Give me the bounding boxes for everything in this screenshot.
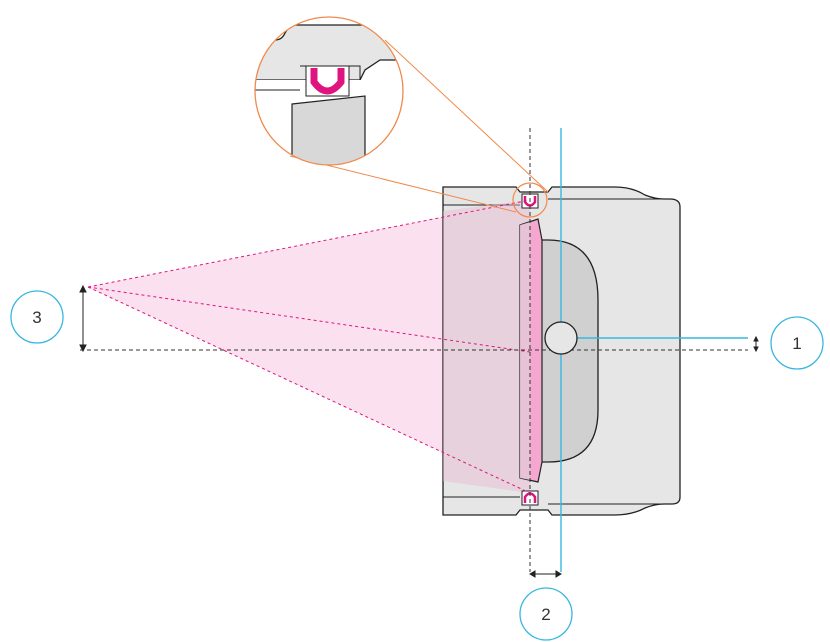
callout-1: 1 bbox=[770, 316, 824, 370]
callout-3-label: 3 bbox=[32, 308, 41, 327]
centre-bore bbox=[544, 321, 578, 355]
callout-2-label: 2 bbox=[541, 605, 550, 624]
dimension-3-arrow bbox=[79, 284, 87, 353]
detail-marker-circle bbox=[512, 182, 548, 218]
projection-cone-overlay bbox=[443, 200, 530, 493]
dimension-2-arrow bbox=[529, 570, 562, 578]
detail-leader-top bbox=[384, 39, 549, 193]
callout-1-label: 1 bbox=[792, 334, 801, 353]
seal-bottom bbox=[521, 490, 539, 506]
callout-3: 3 bbox=[10, 290, 64, 344]
projection-rays bbox=[87, 199, 531, 494]
u-shaped-seal-icon bbox=[310, 68, 345, 95]
projection-cone bbox=[88, 200, 530, 493]
callout-2: 2 bbox=[519, 587, 573, 641]
dimension-1-arrow bbox=[753, 335, 759, 353]
detail-zoom-view bbox=[254, 16, 404, 166]
